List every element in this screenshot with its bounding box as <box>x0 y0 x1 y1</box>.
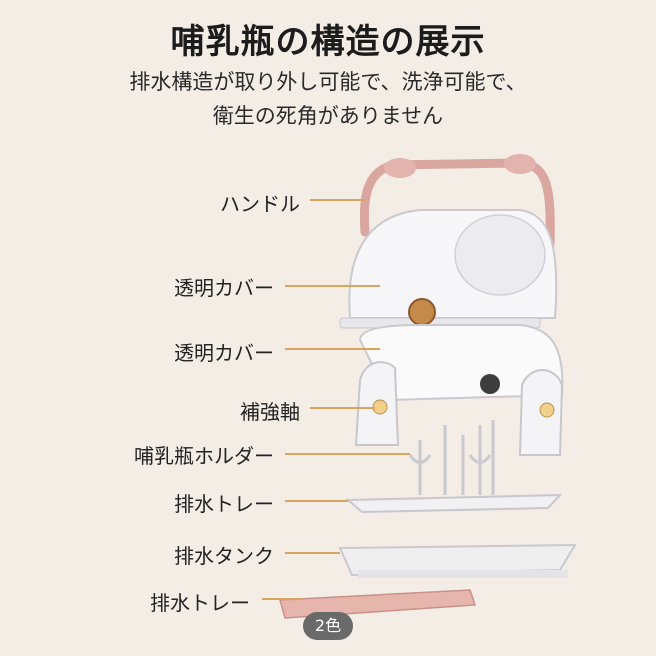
leader-reinforce <box>310 407 375 409</box>
label-bottle-holder: 哺乳瓶ホルダー <box>134 444 274 468</box>
handle-ear-left <box>384 158 416 178</box>
label-drain-tray-top: 排水トレー <box>174 492 274 516</box>
subtitle-line-1: 排水構造が取り外し可能で、洗浄可能で、 <box>129 70 527 94</box>
knob-shape <box>408 298 436 326</box>
leader-bottle-holder <box>285 453 410 455</box>
middle-cover-shape <box>358 324 564 402</box>
leader-drain-tray-top <box>285 500 348 502</box>
drain-tray-top <box>345 493 563 514</box>
label-cover-mid: 透明カバー <box>174 341 274 365</box>
label-cover-top: 透明カバー <box>174 276 274 300</box>
drain-tray-bottom <box>279 589 477 619</box>
handle-ear-right <box>504 154 536 174</box>
leader-handle <box>310 199 365 201</box>
color-badge: 2色 <box>303 612 353 640</box>
label-reinforce: 補強軸 <box>240 400 300 424</box>
leader-drain-tank <box>285 552 340 554</box>
leader-cover-mid <box>285 348 380 350</box>
label-drain-tray-bottom: 排水トレー <box>150 591 250 615</box>
leader-cover-top <box>285 285 380 287</box>
label-drain-tank: 排水タンク <box>174 544 274 568</box>
page-title: 哺乳瓶の構造の展示 <box>170 22 486 62</box>
bottle-holder-rods <box>408 420 495 495</box>
label-handle: ハンドル <box>220 192 300 216</box>
leader-drain-tray-bottom <box>262 598 302 600</box>
subtitle-line-2: 衛生の死角がありません <box>212 104 444 128</box>
